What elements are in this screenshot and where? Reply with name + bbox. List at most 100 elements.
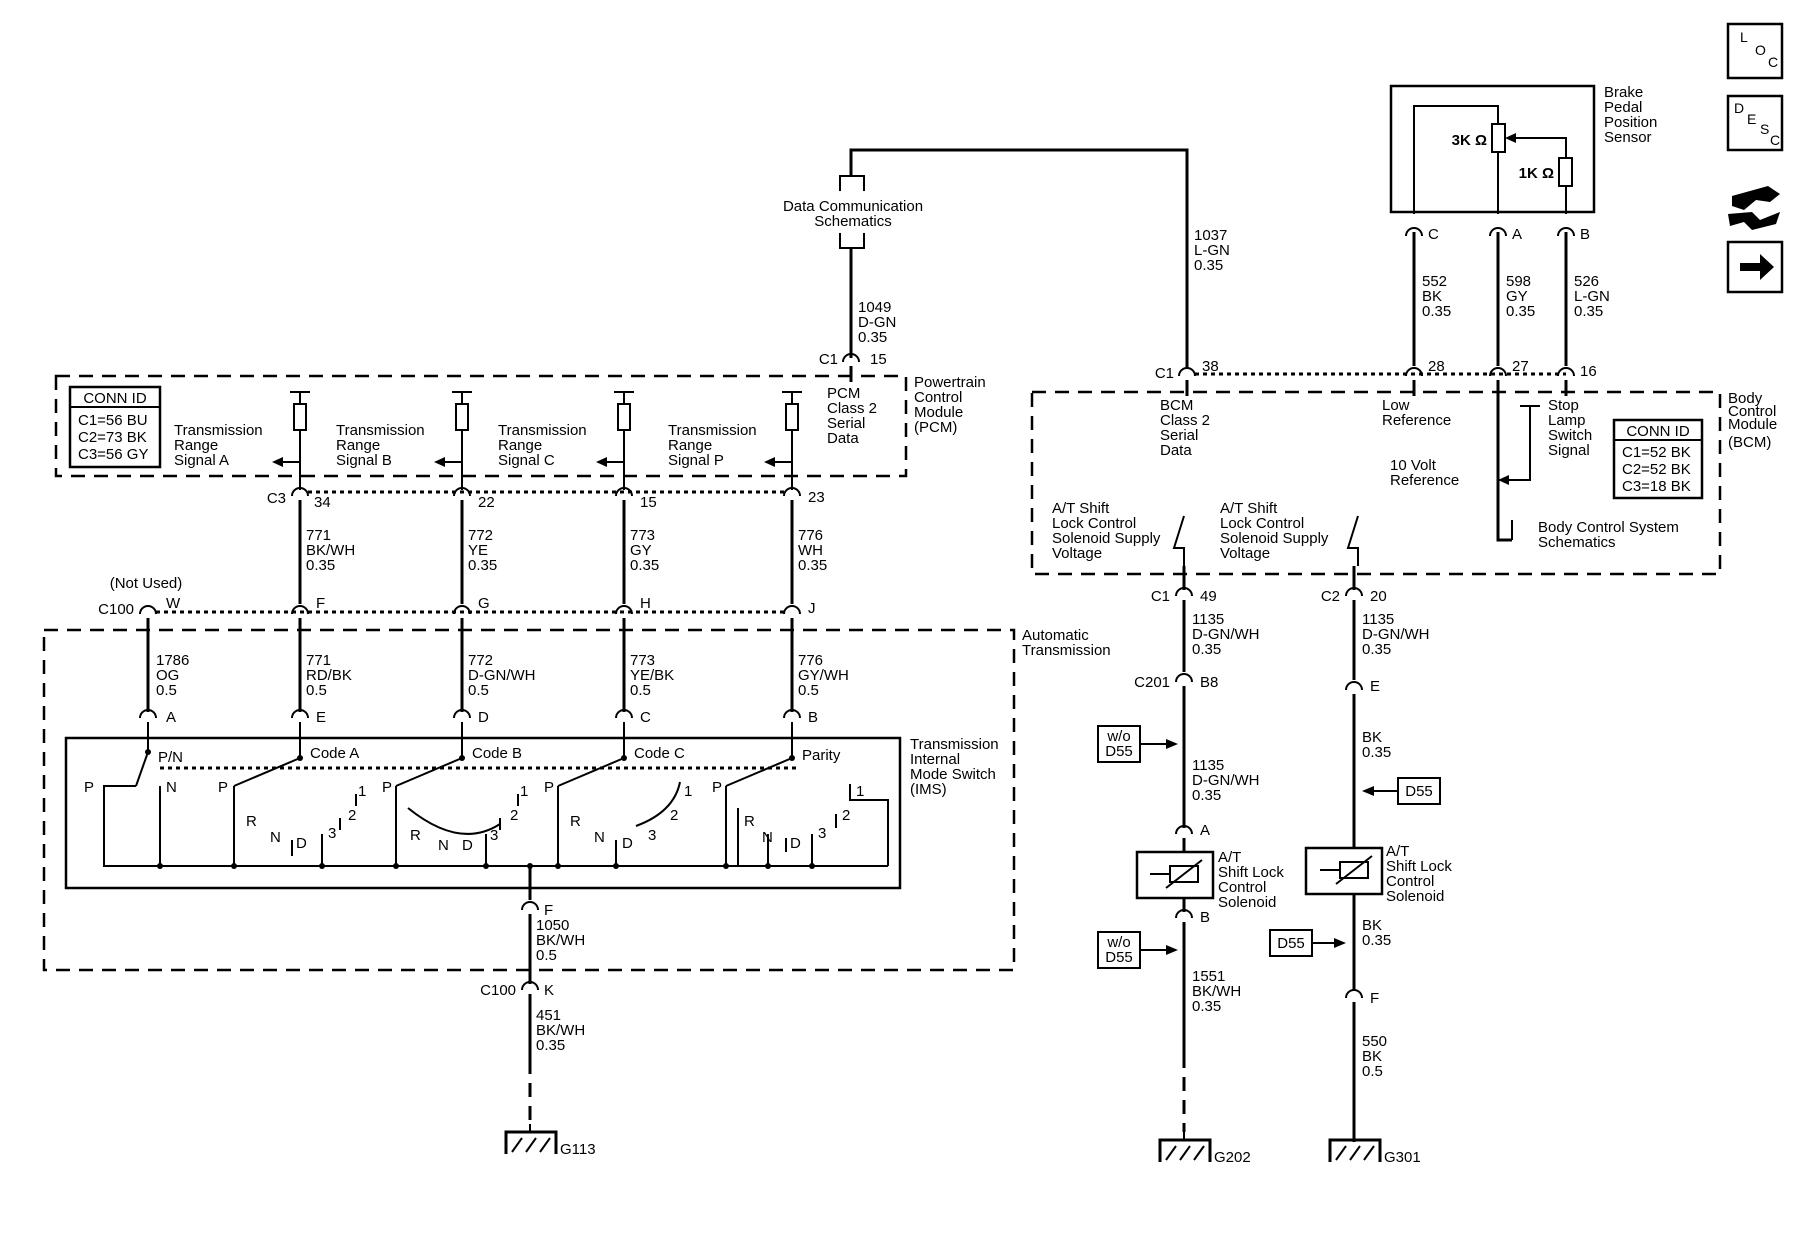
svg-text:Switch: Switch [1548, 427, 1592, 444]
svg-text:D-GN: D-GN [858, 314, 896, 331]
brake-pedal-position-sensor: 3K Ω 1K Ω Brake Pedal Position Sensor [1389, 84, 1657, 214]
svg-text:771: 771 [306, 527, 331, 544]
svg-text:28: 28 [1428, 358, 1445, 375]
svg-text:F: F [316, 595, 325, 612]
svg-text:C100: C100 [480, 982, 516, 999]
svg-text:1: 1 [856, 783, 864, 800]
wo-d55-tag-2[interactable]: w/o D55 [1097, 931, 1178, 969]
svg-text:C: C [640, 709, 651, 726]
svg-text:Position: Position [1604, 114, 1657, 131]
svg-text:0.5: 0.5 [798, 682, 819, 699]
pcm-signal-p: Transmission Range Signal P [668, 391, 802, 490]
loc-icon[interactable]: L O C [1726, 22, 1784, 80]
ims-connector-pins: A E D C B [139, 709, 818, 726]
bcm-10v-reference: 10 Volt Reference [1390, 457, 1459, 489]
svg-text:E: E [316, 709, 326, 726]
connector-icon[interactable] [1728, 186, 1780, 230]
next-arrow-icon[interactable] [1726, 240, 1784, 294]
svg-text:GY: GY [1506, 288, 1528, 305]
svg-text:Transmission: Transmission [1022, 642, 1111, 659]
svg-text:C201: C201 [1134, 674, 1170, 691]
svg-text:D: D [478, 709, 489, 726]
svg-text:3: 3 [648, 827, 656, 844]
svg-text:D-GN/WH: D-GN/WH [468, 667, 536, 684]
svg-text:Lamp: Lamp [1548, 412, 1586, 429]
svg-text:10 Volt: 10 Volt [1390, 457, 1437, 474]
d55-tag-2[interactable]: D55 [1269, 929, 1346, 957]
svg-text:A/T: A/T [1218, 849, 1241, 866]
svg-text:Control: Control [914, 389, 962, 406]
svg-text:Voltage: Voltage [1220, 545, 1270, 562]
svg-text:Transmission: Transmission [174, 422, 263, 439]
svg-text:P: P [544, 779, 554, 796]
svg-text:CONN ID: CONN ID [83, 390, 147, 407]
svg-text:Reference: Reference [1390, 472, 1459, 489]
svg-text:Internal: Internal [910, 751, 960, 768]
shift-lock-circuit-2: C2 20 1135 D-GN/WH 0.35 E BK 0.35 A/T Sh… [1304, 566, 1452, 1142]
svg-text:0.5: 0.5 [306, 682, 327, 699]
svg-text:Module: Module [914, 404, 963, 421]
svg-text:A: A [1200, 822, 1210, 839]
svg-text:Signal P: Signal P [668, 452, 724, 469]
ims-ground-path: F 1050 BK/WH 0.5 C100 K 451 BK/WH 0.35 [480, 866, 585, 1124]
svg-text:D: D [296, 835, 307, 852]
svg-text:O: O [1755, 42, 1766, 58]
svg-text:526: 526 [1574, 273, 1599, 290]
d55-tag-1[interactable]: D55 [1362, 777, 1441, 805]
svg-text:Powertrain: Powertrain [914, 374, 986, 391]
svg-text:773: 773 [630, 527, 655, 544]
svg-text:R: R [744, 813, 755, 830]
wo-d55-tag-1[interactable]: w/o D55 [1097, 725, 1178, 763]
pcm-c1-connector: C1 15 [819, 351, 887, 382]
svg-text:BCM: BCM [1160, 397, 1193, 414]
svg-text:Transmission: Transmission [910, 736, 999, 753]
svg-text:L: L [1740, 29, 1748, 45]
body-control-system-reference[interactable]: Body Control System Schematics [1511, 519, 1679, 551]
svg-text:0.35: 0.35 [1362, 932, 1391, 949]
pcm-signal-b: Transmission Range Signal B [336, 391, 472, 490]
svg-text:Control: Control [1218, 879, 1266, 896]
svg-text:H: H [640, 595, 651, 612]
svg-text:Module: Module [1728, 416, 1777, 433]
data-communication-reference[interactable]: Data Communication Schematics [783, 148, 1189, 368]
svg-text:F: F [1370, 990, 1379, 1007]
svg-text:B8: B8 [1200, 674, 1218, 691]
svg-text:Mode Switch: Mode Switch [910, 766, 996, 783]
svg-text:1: 1 [520, 783, 528, 800]
svg-text:550: 550 [1362, 1033, 1387, 1050]
svg-text:N: N [166, 779, 177, 796]
svg-text:BK/WH: BK/WH [306, 542, 355, 559]
svg-text:Solenoid: Solenoid [1386, 888, 1444, 905]
svg-text:R: R [410, 827, 421, 844]
svg-text:w/o: w/o [1106, 934, 1130, 951]
svg-text:D55: D55 [1277, 935, 1305, 952]
svg-text:0.35: 0.35 [468, 557, 497, 574]
svg-text:49: 49 [1200, 588, 1217, 605]
pcm-c3-connector: C3 34 22 15 23 [267, 487, 825, 511]
svg-text:P: P [712, 779, 722, 796]
svg-text:Transmission: Transmission [668, 422, 757, 439]
svg-text:Schematics: Schematics [814, 213, 892, 230]
svg-text:Control: Control [1728, 403, 1776, 420]
bcm-conn-id: CONN ID C1=52 BK C2=52 BK C3=18 BK [1612, 418, 1704, 500]
wire-1037: 1037 L-GN 0.35 [1194, 227, 1230, 274]
svg-text:1049: 1049 [858, 299, 891, 316]
svg-text:Lock Control: Lock Control [1220, 515, 1304, 532]
svg-text:C3: C3 [267, 490, 286, 507]
svg-text:1135: 1135 [1192, 757, 1224, 774]
desc-icon[interactable]: D E S C [1726, 94, 1784, 152]
svg-text:G: G [478, 595, 490, 612]
svg-text:0.35: 0.35 [858, 329, 887, 346]
svg-text:YE: YE [468, 542, 488, 559]
svg-text:G113: G113 [560, 1141, 596, 1158]
svg-text:1: 1 [684, 783, 692, 800]
dcs-label: Data Communication [783, 198, 923, 215]
svg-text:772: 772 [468, 652, 493, 669]
svg-text:0.35: 0.35 [630, 557, 659, 574]
